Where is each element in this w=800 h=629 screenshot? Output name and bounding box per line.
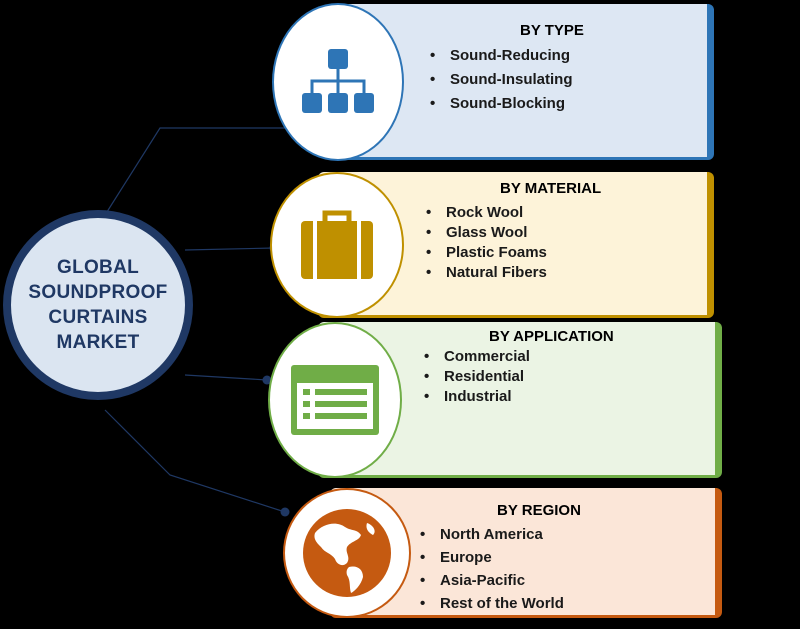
hub-title: GLOBAL SOUNDPROOF CURTAINS MARKET: [28, 257, 168, 353]
connector-application: [184, 374, 268, 381]
list-item: Europe: [420, 548, 564, 568]
list-item: Residential: [424, 367, 530, 387]
connector-material: [184, 247, 275, 251]
segment-list-application: Commercial Residential Industrial: [424, 347, 530, 407]
segment-title-region: BY REGION: [497, 502, 581, 519]
list-item: Glass Wool: [426, 223, 547, 243]
segment-title-application: BY APPLICATION: [489, 328, 614, 345]
segment-title-material: BY MATERIAL: [500, 180, 602, 197]
list-window-icon: [291, 365, 379, 435]
segment-list-region: North America Europe Asia-Pacific Rest o…: [420, 525, 564, 614]
segment-list-type: Sound-Reducing Sound-Insulating Sound-Bl…: [430, 46, 572, 114]
list-item: Commercial: [424, 347, 530, 367]
briefcase-icon: [301, 210, 373, 279]
segment-icon-circle-material: [270, 172, 404, 318]
list-item: Sound-Blocking: [430, 94, 572, 114]
list-item: Asia-Pacific: [420, 571, 564, 591]
connector-type: [104, 127, 290, 216]
list-item: Rock Wool: [426, 203, 547, 223]
list-item: Natural Fibers: [426, 263, 547, 283]
list-item: Rest of the World: [420, 594, 564, 614]
connector-region: [104, 409, 286, 513]
list-item: Industrial: [424, 387, 530, 407]
segment-title-type: BY TYPE: [520, 22, 584, 39]
connector-dot-region: [280, 507, 290, 517]
list-item: Sound-Insulating: [430, 70, 572, 90]
globe-icon: [303, 509, 391, 597]
list-item: North America: [420, 525, 564, 545]
list-item: Sound-Reducing: [430, 46, 572, 66]
hierarchy-icon: [302, 49, 374, 113]
segment-icon-circle-type: [272, 3, 404, 161]
segment-icon-circle-application: [268, 322, 402, 478]
segment-icon-circle-region: [283, 488, 411, 618]
hub-circle: GLOBAL SOUNDPROOF CURTAINS MARKET: [3, 210, 193, 400]
list-item: Plastic Foams: [426, 243, 547, 263]
segment-list-material: Rock Wool Glass Wool Plastic Foams Natur…: [426, 203, 547, 283]
